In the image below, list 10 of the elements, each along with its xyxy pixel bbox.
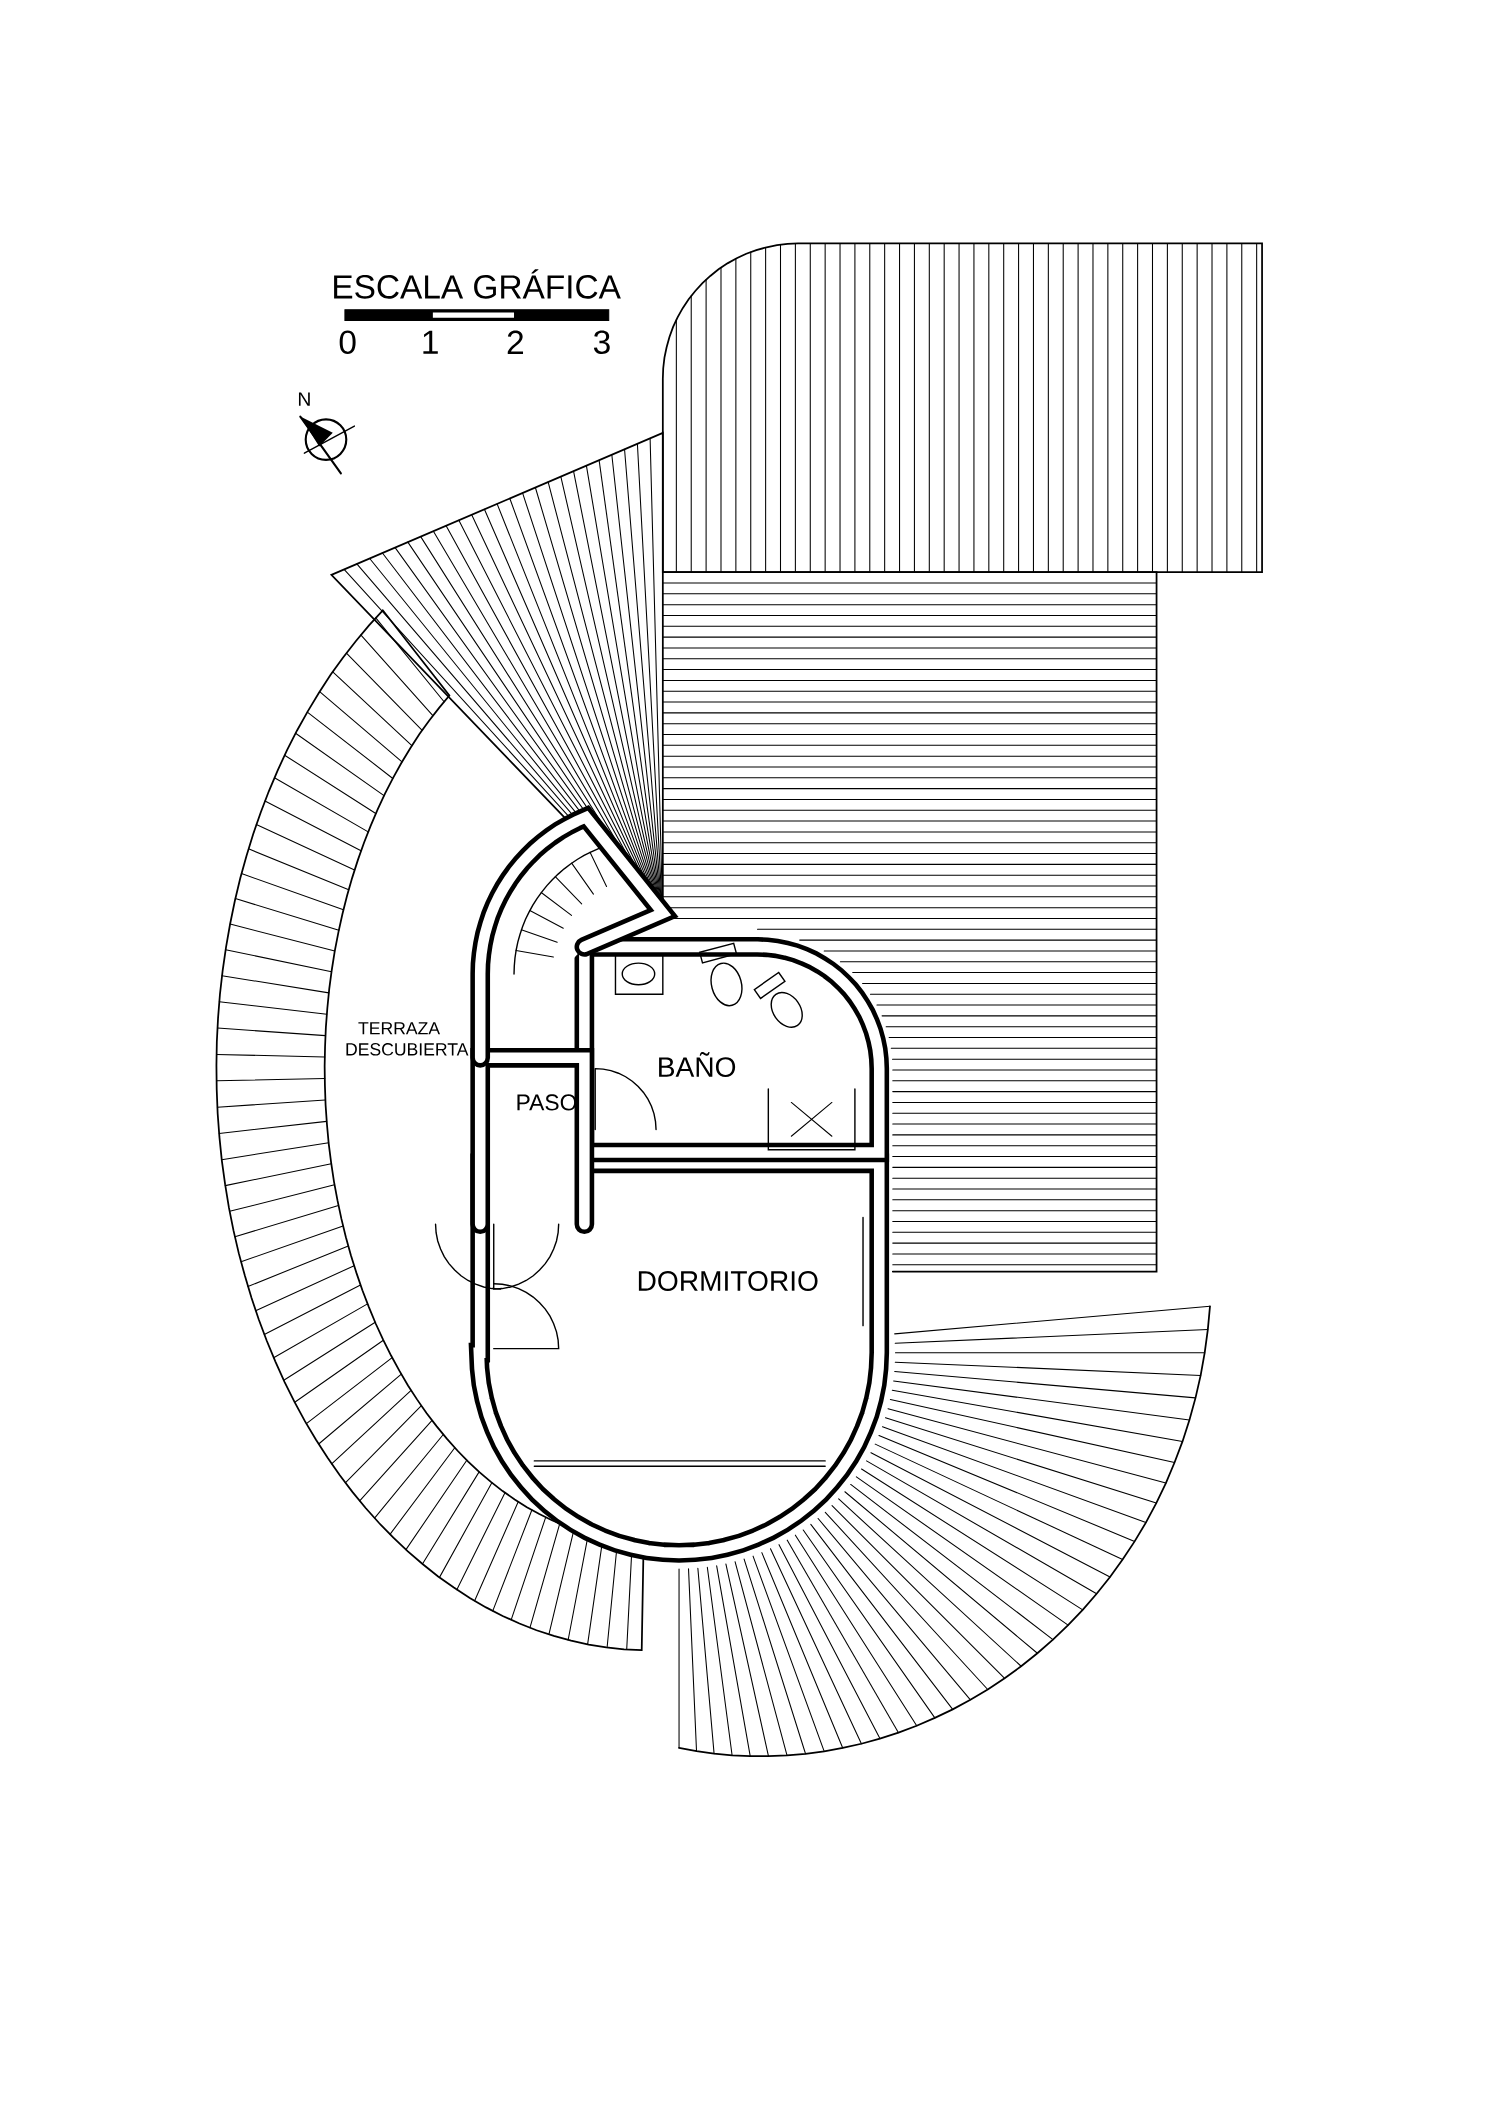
scale-number: 2: [507, 330, 523, 354]
scale-title: ESCALA GRÁFICA: [334, 269, 621, 299]
area-label: TERRAZA DESCUBIERTA: [346, 1022, 469, 1056]
scale-number: 1: [423, 330, 438, 354]
room-label: BAÑO: [659, 1052, 736, 1078]
north-label: N: [298, 392, 310, 406]
room-label: PASO: [517, 1094, 577, 1111]
scale-number: 3: [593, 330, 610, 355]
scale-number: 0: [339, 330, 356, 355]
room-label: DORMITORIO: [638, 1271, 818, 1291]
